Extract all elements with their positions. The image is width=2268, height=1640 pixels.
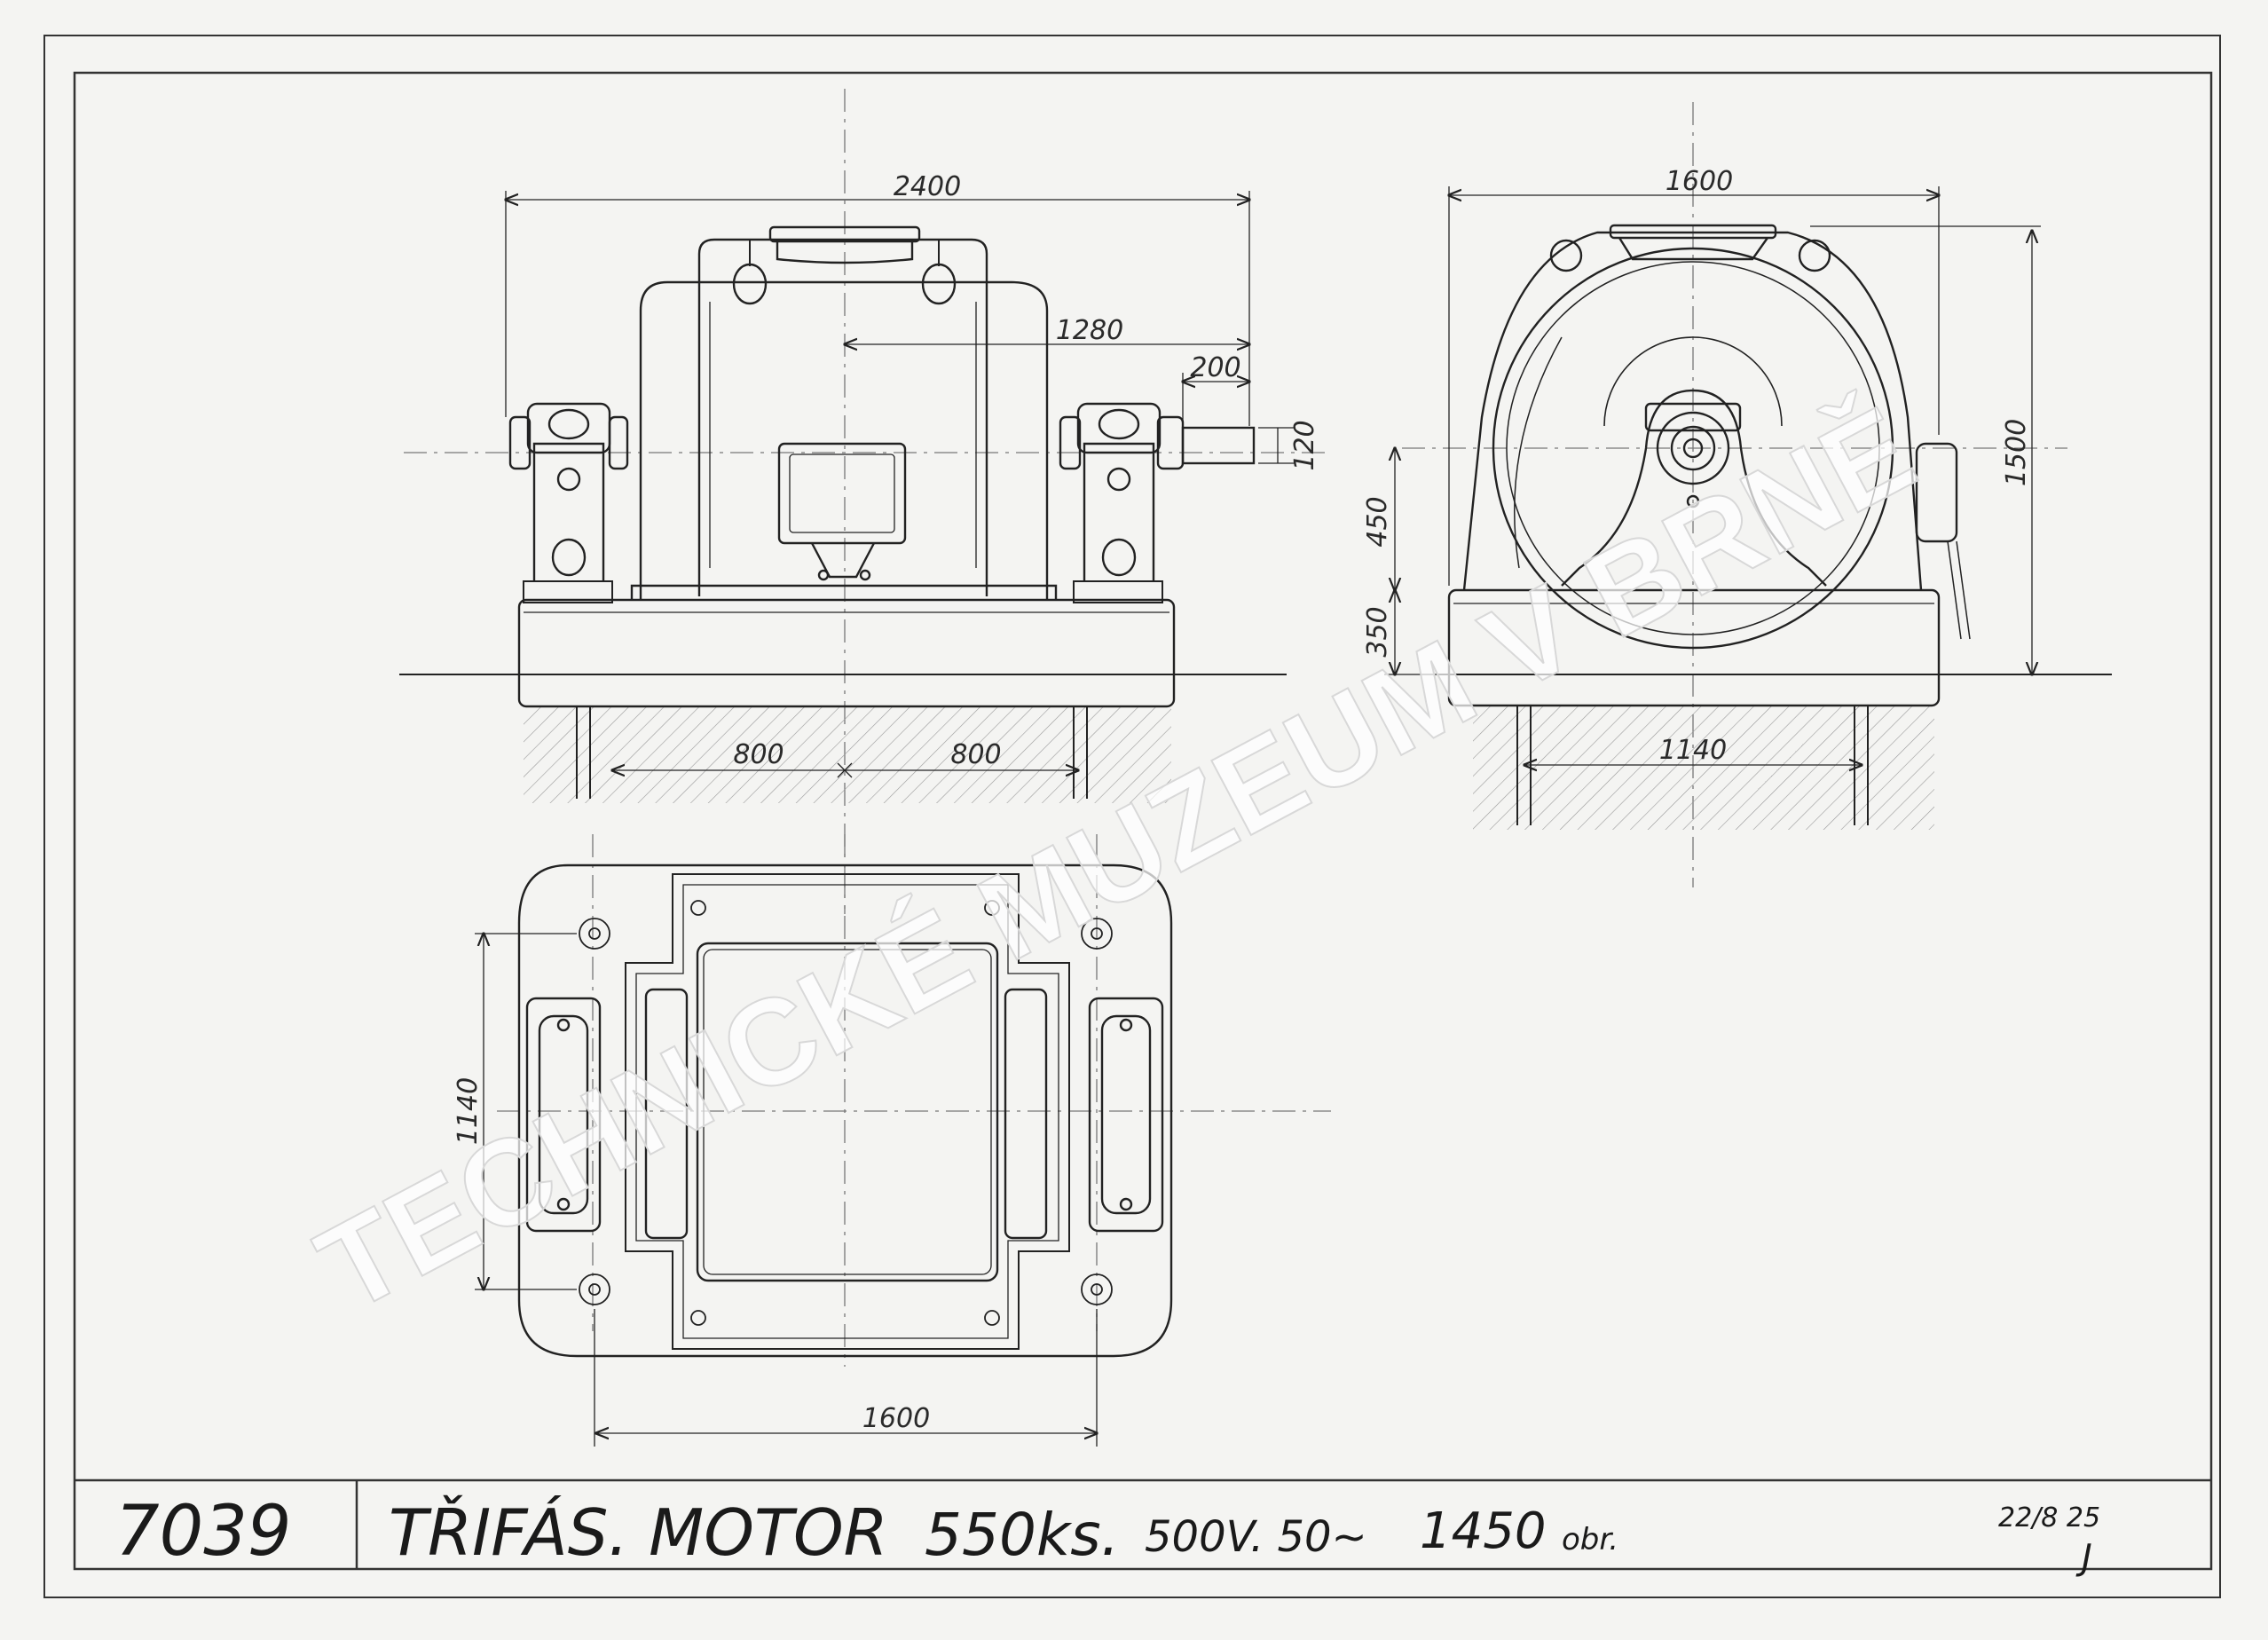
dim-side-overall-height: 1500 [2001,419,2032,486]
dimension-labels: 2400 1280 200 120 800 800 1600 1500 450 … [453,166,2032,1434]
voltage-frequency: 500V. 50~ [1145,1512,1367,1562]
dim-front-center-to-end: 1280 [1056,315,1123,346]
power-rating: 550ks. [925,1501,1120,1569]
drawing-number: 7039 [115,1492,292,1572]
dim-front-overall-length: 2400 [894,171,961,202]
speed-value: 1450 [1420,1502,1547,1560]
title-block [75,1478,2211,1569]
dim-front-foot-left: 800 [733,739,784,770]
dim-front-foot-right: 800 [950,739,1001,770]
dim-side-overall-width: 1600 [1666,166,1733,197]
dim-side-foot-spacing: 1140 [1659,735,1727,766]
museum-watermark: TECHNICKÉ MUZEUM V BRNĚ [297,381,1935,1338]
dim-side-axis-height: 450 [1362,496,1393,547]
date-mark: 22/8 25 [1998,1502,2100,1534]
dim-side-base-height: 350 [1362,606,1393,657]
dim-front-shaft-diameter: 120 [1289,420,1320,470]
drawing-title: TŘIFÁS. MOTOR [389,1495,888,1570]
dim-front-shaft-length: 200 [1190,352,1240,383]
side-view [1384,102,2112,887]
sheet-border [43,35,2221,1598]
front-view [399,89,1331,914]
dim-plan-width: 1600 [862,1403,930,1434]
speed-unit: obr. [1562,1522,1618,1557]
dim-plan-depth: 1140 [453,1077,484,1145]
signature-initials: J [2075,1537,2092,1578]
plan-view [475,834,1331,1447]
